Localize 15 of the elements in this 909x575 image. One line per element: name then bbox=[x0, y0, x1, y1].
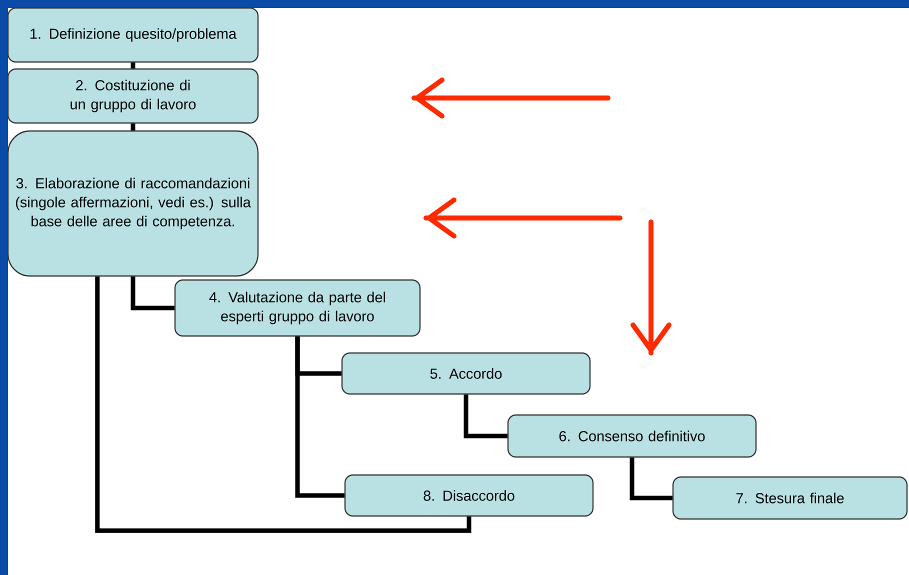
connector-line bbox=[295, 336, 344, 498]
process-box: 4. Valutazione da parte del esperti gruppo di lavoro bbox=[174, 279, 421, 337]
process-box: 8. Disaccordo bbox=[344, 474, 594, 517]
connector-line bbox=[95, 276, 472, 533]
connector-line bbox=[130, 124, 136, 130]
connector-line bbox=[630, 458, 672, 500]
connector-line bbox=[130, 62, 136, 68]
process-box: 3. Elaborazione di raccomandazioni (singole affermazioni, vedi es.) sulla base delle aree di competenza. bbox=[7, 130, 259, 277]
process-box: 6. Consenso definitivo bbox=[507, 414, 757, 458]
process-box: 7. Stesura finale bbox=[672, 476, 908, 520]
process-box: 5. Accordo bbox=[341, 352, 591, 395]
process-box: 2. Costituzione di un gruppo di lavoro bbox=[7, 68, 259, 124]
process-box: 1. Definizione quesito/problema bbox=[7, 7, 259, 63]
connector-line bbox=[130, 276, 174, 310]
connector-line bbox=[464, 394, 508, 438]
